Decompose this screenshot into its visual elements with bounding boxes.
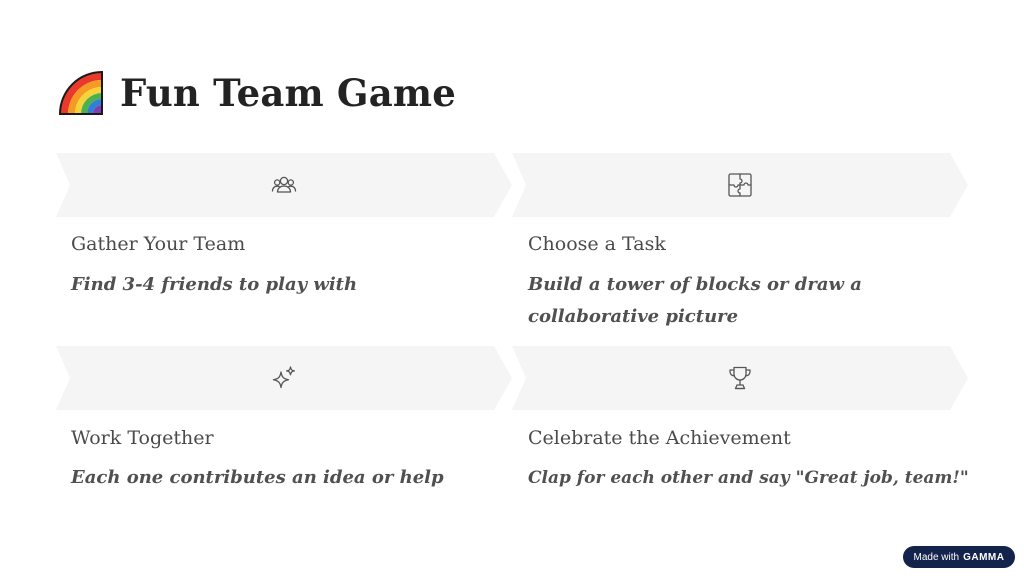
step-2-title: Choose a Task xyxy=(528,233,666,255)
step-4-chevron xyxy=(512,346,968,410)
step-2-chevron xyxy=(512,153,968,217)
sparkles-icon xyxy=(270,364,298,392)
step-1-chevron xyxy=(56,153,512,217)
rainbow-icon xyxy=(58,70,103,115)
step-3-title: Work Together xyxy=(71,427,214,449)
step-3-chevron xyxy=(56,346,512,410)
step-4-title: Celebrate the Achievement xyxy=(528,427,791,449)
page-title: Fun Team Game xyxy=(120,71,456,115)
gamma-logo: GAMMA xyxy=(963,551,1005,563)
chevron-shape xyxy=(512,346,968,410)
step-4-description: Clap for each other and say "Great job, … xyxy=(528,468,969,488)
step-1-title: Gather Your Team xyxy=(71,233,246,255)
badge-prefix: Made with xyxy=(913,551,960,563)
made-with-gamma-badge[interactable]: Made with GAMMA xyxy=(903,546,1015,568)
people-group-icon xyxy=(270,171,298,199)
step-2-description: Build a tower of blocks or draw a collab… xyxy=(528,274,862,327)
step-1-description: Find 3-4 friends to play with xyxy=(71,274,358,295)
title-row: Fun Team Game xyxy=(58,66,456,120)
step-3-description: Each one contributes an idea or help xyxy=(71,467,444,488)
trophy-icon xyxy=(726,364,754,392)
puzzle-icon xyxy=(726,171,754,199)
